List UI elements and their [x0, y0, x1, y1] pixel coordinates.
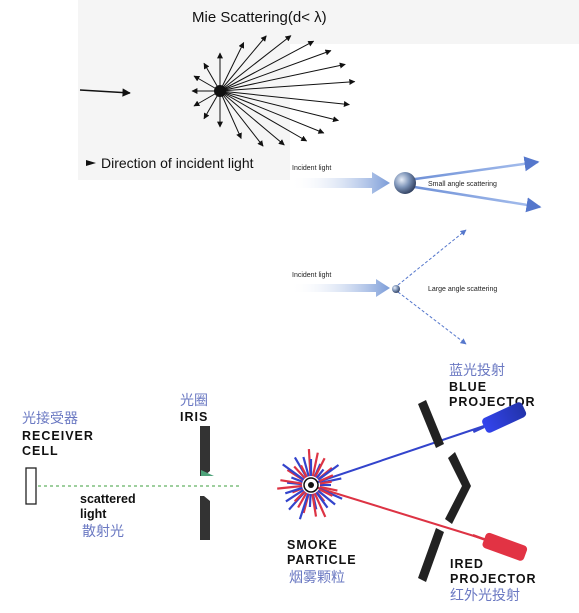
small-angle-ray-down — [407, 184, 542, 213]
mie-ray — [219, 41, 245, 92]
blue-beam — [311, 424, 488, 485]
large-angle-scatter-label: Large angle scattering — [428, 286, 497, 293]
mie-caption: Direction of incident light — [101, 155, 254, 171]
large-angle-incident-beam — [290, 279, 390, 297]
small-angle-ray-up — [407, 156, 540, 182]
burst-ray — [317, 489, 336, 506]
receiver-cn-label: 光接受器 — [22, 410, 78, 427]
ired-label-line1: IRED — [450, 557, 484, 571]
burst-ray — [298, 493, 310, 520]
baffle-middle — [445, 452, 471, 524]
blue-projector — [472, 402, 527, 434]
mie-ray — [219, 90, 339, 123]
iris-label: IRIS — [180, 410, 208, 424]
small-angle-particle — [394, 172, 416, 194]
baffle-top — [418, 400, 444, 448]
smoke-particle-burst — [277, 449, 343, 520]
smoke-label-line2: PARTICLE — [287, 553, 357, 567]
mie-particle — [214, 85, 226, 97]
mie-ray — [219, 35, 292, 92]
burst-ray — [308, 493, 312, 508]
burst-ray — [293, 465, 306, 480]
ired-cn-label: 红外光投射 — [450, 588, 520, 604]
burst-ray — [319, 480, 332, 485]
burst-ray — [282, 463, 305, 481]
scattered-label-line1: scattered — [80, 492, 136, 506]
smoke-label-line1: SMOKE — [287, 538, 338, 552]
large-angle-ray-down — [397, 291, 467, 345]
burst-ray — [277, 484, 303, 490]
burst-ray — [311, 452, 319, 477]
small-angle-incident-label: Incident light — [292, 165, 331, 172]
mie-panel-background — [78, 0, 290, 180]
burst-ray — [293, 490, 306, 503]
ired-projector — [472, 532, 528, 561]
iris-edge-highlight — [201, 470, 214, 476]
burst-ray — [318, 474, 334, 483]
mie-incident-arrow — [79, 88, 131, 97]
blue-projector-cn-label: 蓝光投射 — [449, 363, 505, 379]
blue-projector-label-line1: BLUE — [449, 380, 487, 394]
mie-ray — [219, 90, 242, 140]
burst-ray — [280, 479, 303, 485]
burst-ray — [313, 492, 327, 518]
mie-ray — [219, 49, 332, 92]
burst-ray — [319, 485, 338, 492]
burst-ray — [315, 468, 325, 479]
burst-ray — [284, 486, 303, 495]
mie-ray — [219, 90, 285, 146]
mie-title: Mie Scattering(d< λ) — [192, 9, 327, 26]
mie-panel-background-top — [282, 0, 579, 44]
large-angle-particle — [392, 285, 400, 293]
scattered-cn-label: 散射光 — [82, 524, 124, 540]
large-angle-incident-label: Incident light — [292, 272, 331, 279]
burst-ray — [285, 488, 305, 503]
iris-lower-plate — [200, 496, 210, 540]
large-angle-ray-up — [397, 229, 467, 286]
small-angle-scatter-label: Small angle scattering — [428, 181, 497, 188]
receiver-label-line1: RECEIVER — [22, 429, 94, 443]
smoke-particle-core — [308, 482, 314, 488]
mie-ray — [219, 78, 356, 92]
burst-ray — [302, 456, 310, 477]
mie-ray — [219, 90, 350, 108]
receiver-label-line2: CELL — [22, 444, 59, 458]
baffle-bottom — [418, 528, 444, 582]
burst-ray — [318, 488, 333, 497]
mie-ray — [219, 35, 267, 92]
burst-ray — [317, 464, 340, 481]
burst-ray — [300, 464, 308, 478]
caption-arrow-icon — [86, 160, 96, 166]
burst-ray — [314, 457, 326, 478]
ired-label-line2: PROJECTOR — [450, 572, 537, 586]
red-beam — [311, 485, 488, 541]
scattered-label-line2: light — [80, 507, 107, 521]
iris-cn-label: 光圈 — [180, 393, 208, 409]
iris-upper-plate — [200, 426, 210, 476]
mie-ray — [219, 90, 264, 147]
mie-ray — [219, 90, 325, 134]
mie-scatter-rays — [191, 35, 356, 147]
burst-ray — [297, 492, 308, 509]
smoke-cn-label: 烟雾颗粒 — [289, 570, 345, 586]
burst-ray — [291, 476, 303, 483]
mie-ray — [219, 62, 346, 92]
receiver-cell — [25, 467, 37, 505]
mie-ray — [219, 90, 308, 142]
burst-ray — [311, 493, 318, 517]
small-angle-incident-beam — [290, 172, 390, 194]
burst-ray — [315, 491, 329, 509]
mie-ray — [219, 40, 315, 92]
